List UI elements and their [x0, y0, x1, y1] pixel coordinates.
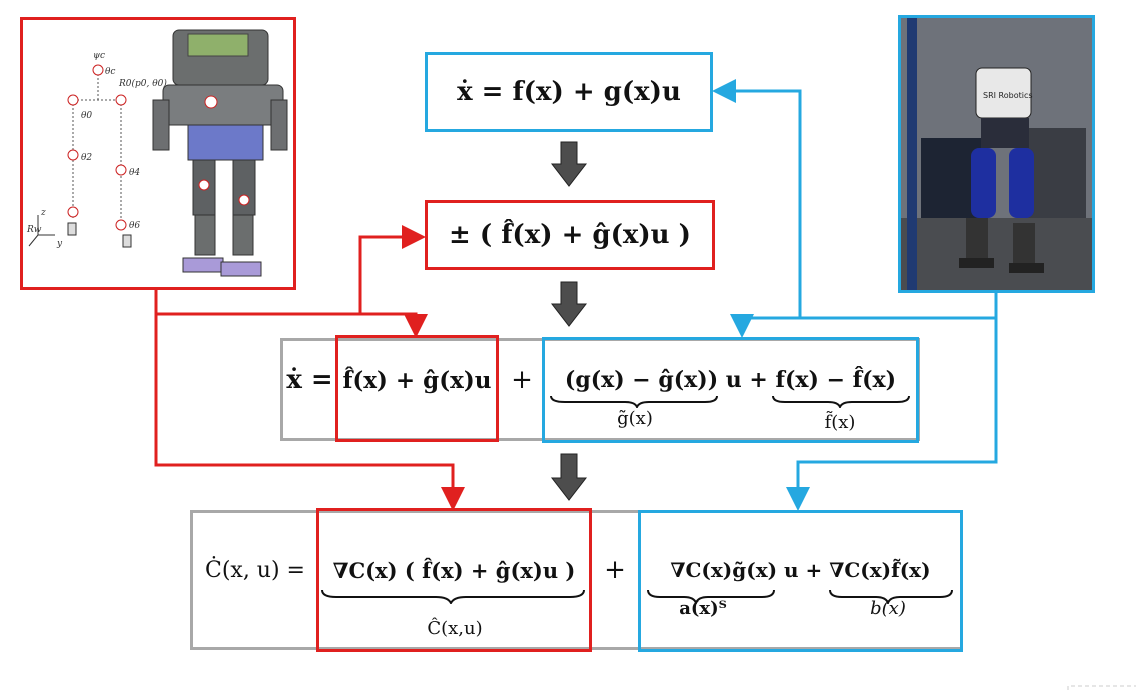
robot-cad-render [152, 29, 288, 277]
down-arrow-2 [550, 281, 588, 327]
cbf-nominal-box [316, 508, 592, 652]
cbf-uncertain-box [638, 510, 963, 652]
cbf-uncertain-eq: ∇C(x)g̃(x) u + ∇C(x)f̃(x) [670, 558, 931, 582]
decomposed-nominal-eq: f̂(x) + ĝ(x)u [342, 366, 492, 394]
blue-wire-to-decomposed [730, 314, 996, 338]
label-theta2: θ2 [81, 153, 92, 163]
red-wire-to-decomposed [156, 312, 428, 338]
label-r0: R0(p0, θ0) [118, 78, 167, 89]
cbf-underbraces [321, 589, 953, 604]
decomposed-uncertain-box [542, 337, 919, 443]
down-arrow-3 [550, 453, 588, 501]
robot-photo-render: SRI Robotics [901, 18, 1092, 290]
robot-model-figure: ψc θc R0(p0, θ0) R1 θ0 θ2 θ4 θ6 Rw z y [20, 17, 296, 290]
c-hat-label: Ĉ(x,u) [427, 618, 483, 639]
red-wire-to-cbf [154, 314, 465, 511]
cbf-nominal-eq: ∇C(x) ( f̂(x) + ĝ(x)u ) [332, 557, 576, 583]
robot-kinematic-diagram: ψc θc R0(p0, θ0) R1 θ0 θ2 θ4 θ6 Rw z y [26, 29, 288, 277]
label-theta-c: θc [105, 67, 115, 77]
decomposed-lhs: ẋ = [286, 365, 333, 395]
b-label: b(x) [870, 598, 906, 619]
system-dynamics-eq: ẋ = f(x) + g(x)u [457, 77, 681, 107]
robot-photo: SRI Robotics [898, 15, 1095, 293]
label-theta0: θ0 [81, 111, 92, 121]
nominal-model-box [425, 200, 715, 270]
label-z: z [40, 208, 46, 218]
label-theta6: θ6 [129, 221, 140, 231]
decomposed-uncertain-eq: (g(x) − ĝ(x)) u + f(x) − f̂(x) [564, 367, 897, 393]
system-dynamics-box [425, 52, 713, 132]
cbf-plus: + [604, 555, 626, 585]
photo-logo-text: SRI Robotics [983, 91, 1033, 100]
decomposed-nominal-box [335, 335, 499, 442]
label-theta4: θ4 [129, 168, 140, 178]
g-error-label: g̃(x) [617, 408, 653, 429]
label-psi: ψc [93, 51, 105, 61]
decomposed-plus: + [511, 365, 533, 395]
nominal-model-eq: ± ( f̂(x) + ĝ(x)u ) [449, 220, 691, 250]
decomposed-underbraces [550, 395, 910, 408]
blue-wire-to-cbf [786, 318, 998, 511]
cbf-lhs: Ċ(x, u) = [205, 557, 305, 583]
corner-dash [1067, 685, 1136, 690]
down-arrow-1 [550, 141, 588, 187]
label-y: y [56, 239, 63, 249]
f-error-label: f̃(x) [824, 412, 856, 433]
label-rw: Rw [26, 225, 42, 235]
a-label: a(x)ᵀ [679, 598, 727, 619]
